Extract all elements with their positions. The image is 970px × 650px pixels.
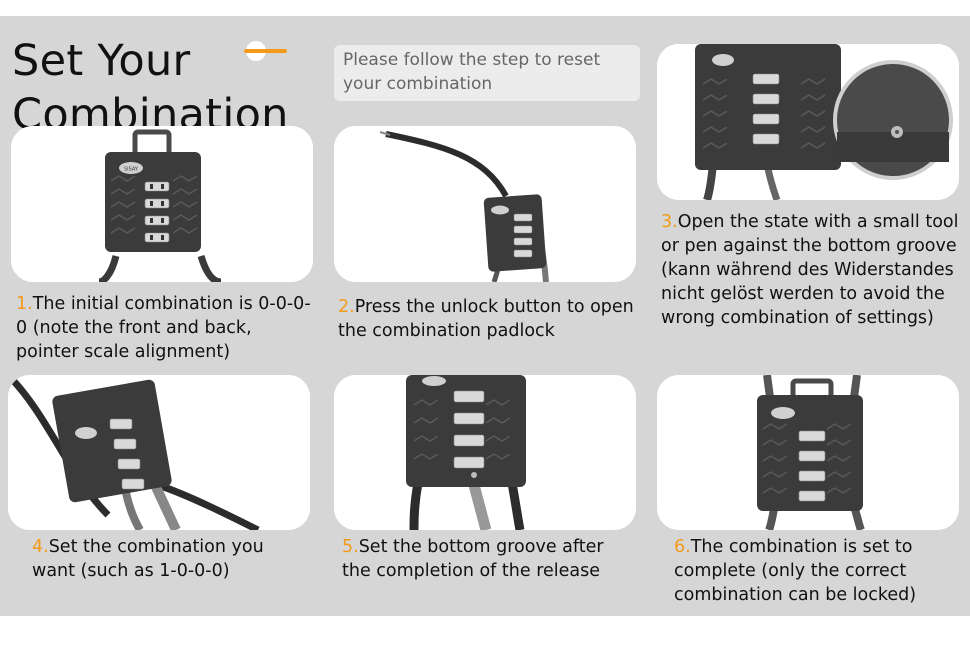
step-6-caption: 6.The combination is set to complete (on… xyxy=(674,535,960,607)
step-1-text: The initial combination is 0-0-0-0 (note… xyxy=(16,294,311,362)
padlock-setting-image xyxy=(8,375,310,530)
step-4-number: 4. xyxy=(32,537,49,557)
step-3-number: 3. xyxy=(661,212,678,232)
padlock-bottom-groove-image xyxy=(657,44,959,200)
step-6-number: 6. xyxy=(674,537,691,557)
step-4-text: Set the combination you want (such as 1-… xyxy=(32,537,264,581)
step-3-image xyxy=(657,44,959,200)
step-2-caption: 2.Press the unlock button to open the co… xyxy=(338,295,638,343)
step-3-caption: 3.Open the state with a small tool or pe… xyxy=(661,210,961,330)
step-6-text: The combination is set to complete (only… xyxy=(674,537,917,605)
step-1-number: 1. xyxy=(16,294,33,314)
step-4-image xyxy=(8,375,310,530)
subtitle-box: Please follow the step to reset your com… xyxy=(334,45,640,101)
title-line-1: Set Your xyxy=(12,36,191,86)
step-5-image xyxy=(334,375,636,530)
step-5-number: 5. xyxy=(342,537,359,557)
step-1-caption: 1.The initial combination is 0-0-0-0 (no… xyxy=(16,292,316,364)
padlock-front-image: SISAY xyxy=(11,126,313,282)
accent-circle-icon xyxy=(244,41,287,61)
step-3-text: Open the state with a small tool or pen … xyxy=(661,212,959,328)
brand-logo: SISAY xyxy=(124,167,139,173)
instruction-panel: Set Your Combination Please follow the s… xyxy=(0,16,970,616)
padlock-open-image xyxy=(334,126,636,282)
padlock-release-image xyxy=(334,375,636,530)
step-5-text: Set the bottom groove after the completi… xyxy=(342,537,604,581)
step-4-caption: 4.Set the combination you want (such as … xyxy=(32,535,304,583)
step-1-image: SISAY xyxy=(11,126,313,282)
step-6-image xyxy=(657,375,959,530)
step-2-image xyxy=(334,126,636,282)
step-5-caption: 5.Set the bottom groove after the comple… xyxy=(342,535,634,583)
step-2-number: 2. xyxy=(338,297,355,317)
step-2-text: Press the unlock button to open the comb… xyxy=(338,297,634,341)
padlock-locked-image xyxy=(657,375,959,530)
